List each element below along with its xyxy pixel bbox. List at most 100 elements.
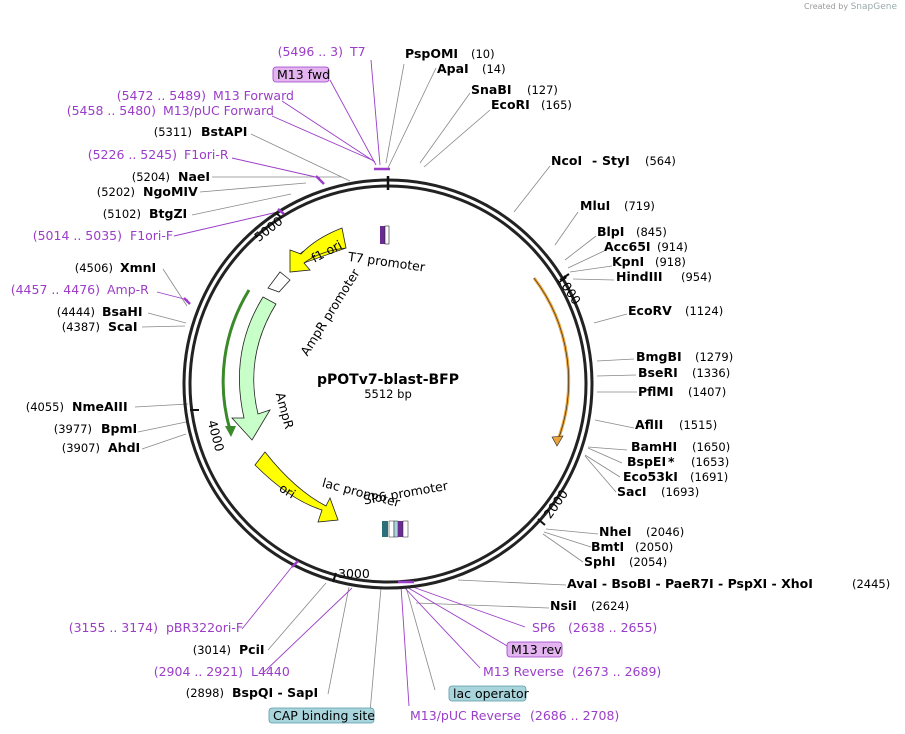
primer-range: (2686 .. 2708) xyxy=(530,708,619,723)
plasmid-length: 5512 bp xyxy=(364,387,412,401)
site-pos: (5102) xyxy=(103,207,141,221)
primer-range: (5472 .. 5489) xyxy=(117,88,206,103)
site-pos: (4055) xyxy=(26,400,64,414)
site-pos: (914) xyxy=(657,240,688,254)
tick-2000-mark xyxy=(537,518,546,526)
t7-promoter-mark xyxy=(384,225,390,245)
primer-range: (2904 .. 2921) xyxy=(154,664,243,679)
primer-name: M13 rev xyxy=(511,642,562,657)
site-pos: (1693) xyxy=(661,485,699,499)
ori-arrow xyxy=(254,451,339,523)
cap-binding-site-box xyxy=(268,707,375,724)
lac-operator-label: lac operator xyxy=(453,686,530,701)
site-name: SacI xyxy=(617,484,647,499)
tick-label-3000: 3000 xyxy=(338,566,370,581)
primer-range: (5014 .. 5035) xyxy=(33,228,122,243)
ampr-label: AmpR xyxy=(273,391,297,431)
site-name: BmgBI xyxy=(636,349,682,364)
site-name: NheI xyxy=(599,524,632,539)
site-pos: (4506) xyxy=(75,261,113,275)
site-name: EcoRI xyxy=(491,97,530,112)
primer-range: (5458 .. 5480) xyxy=(67,103,156,118)
ampr-promoter-label: AmpR promoter xyxy=(297,265,363,358)
site-name: Acc65I xyxy=(604,239,651,254)
tick-3000-mark xyxy=(332,572,337,583)
site-name: ScaI xyxy=(108,319,138,334)
site-pos: (3907) xyxy=(62,441,100,455)
sp6-promoter-mark xyxy=(402,520,409,538)
ampr-promoter-shape xyxy=(267,271,291,293)
site-pos: (10) xyxy=(471,47,495,61)
orange-feature-arrowhead xyxy=(551,435,564,447)
sites-left: (5311) BstAPI (5204) NaeI (5202) NgoMIV … xyxy=(26,124,318,700)
site-pos: (1650) xyxy=(692,440,730,454)
credit-prefix: Created by xyxy=(804,2,849,11)
site-pos: (3977) xyxy=(54,422,92,436)
site-mark: * xyxy=(668,454,675,469)
lac-operator-mark xyxy=(393,520,399,538)
primer-range: (2638 .. 2655) xyxy=(568,620,657,635)
site-name: AflII xyxy=(635,417,663,432)
site-pos: (5202) xyxy=(97,185,135,199)
primer-range: (5226 .. 5245) xyxy=(88,147,177,162)
primer-name: L4440 xyxy=(251,664,290,679)
site-name: BmtI xyxy=(591,539,624,554)
tick-5000-mark xyxy=(275,212,283,219)
site-name: NaeI xyxy=(178,169,210,184)
lac-promoter-mark xyxy=(388,520,395,538)
m13-fwd-box xyxy=(272,66,330,83)
site-name: EcoRV xyxy=(628,303,672,318)
cap-site-mark xyxy=(382,521,388,537)
site-pos: (918) xyxy=(655,255,686,269)
site-name: HindIII xyxy=(616,269,663,284)
site-name: AvaI - BsoBI - PaeR7I - PspXI - XhoI xyxy=(567,576,813,591)
site-name: BstAPI xyxy=(201,124,247,139)
site-pos: (14) xyxy=(482,62,506,76)
orange-feature-arc xyxy=(532,277,571,441)
site-name: BspQI - SapI xyxy=(232,685,318,700)
site-name: AhdI xyxy=(108,440,140,455)
ori-label: ori xyxy=(277,480,299,501)
f1-ori-shape xyxy=(289,227,347,273)
primer-name: M13 Forward xyxy=(213,88,294,103)
site-name: Eco53kI xyxy=(623,469,678,484)
site-pos: (2046) xyxy=(646,525,684,539)
site-pos: (1279) xyxy=(695,350,733,364)
sp6-promoter-label: SP6 promoter xyxy=(362,478,450,508)
site-pos: (165) xyxy=(541,98,572,112)
primer-range: (3155 .. 3174) xyxy=(69,620,158,635)
site-pos: (2898) xyxy=(186,686,224,700)
site-pos: (1653) xyxy=(691,455,729,469)
site-name: BspEI xyxy=(627,454,666,469)
green-feature-arrowhead xyxy=(225,426,236,437)
site-name: PciI xyxy=(239,642,265,657)
orange-feature-outline xyxy=(533,277,569,441)
site-pos: (954) xyxy=(681,270,712,284)
m13-rev-box xyxy=(506,641,563,658)
site-name: ApaI xyxy=(437,61,469,76)
primer-name: M13/pUC Forward xyxy=(163,103,274,118)
site-name: NmeAIII xyxy=(72,399,128,414)
ampr-arrow xyxy=(231,296,277,441)
site-pos: (1407) xyxy=(688,385,726,399)
site-pos: (2054) xyxy=(629,555,667,569)
site-sep: - xyxy=(592,153,597,168)
primer-name: T7 xyxy=(349,44,366,59)
site-pos: (1515) xyxy=(679,418,717,432)
site-pos: (2050) xyxy=(635,540,673,554)
primer-range: (2673 .. 2689) xyxy=(572,664,661,679)
site-pos: (2445) xyxy=(852,577,890,591)
site-name: BamHI xyxy=(631,439,677,454)
site-name: PspOMI xyxy=(405,46,458,61)
t7-promoter-label: T7 promoter xyxy=(346,249,427,275)
primer-marks xyxy=(183,167,414,584)
primer-name: F1ori-R xyxy=(184,147,229,162)
site-pos: (564) xyxy=(645,154,676,168)
primer-name: M13/pUC Reverse xyxy=(410,708,521,723)
site-pos: (719) xyxy=(624,199,655,213)
site-name: BtgZI xyxy=(149,206,187,221)
lac-operator-box xyxy=(448,685,527,702)
site-pos: (4444) xyxy=(57,305,95,319)
site-pos: (4387) xyxy=(62,320,100,334)
